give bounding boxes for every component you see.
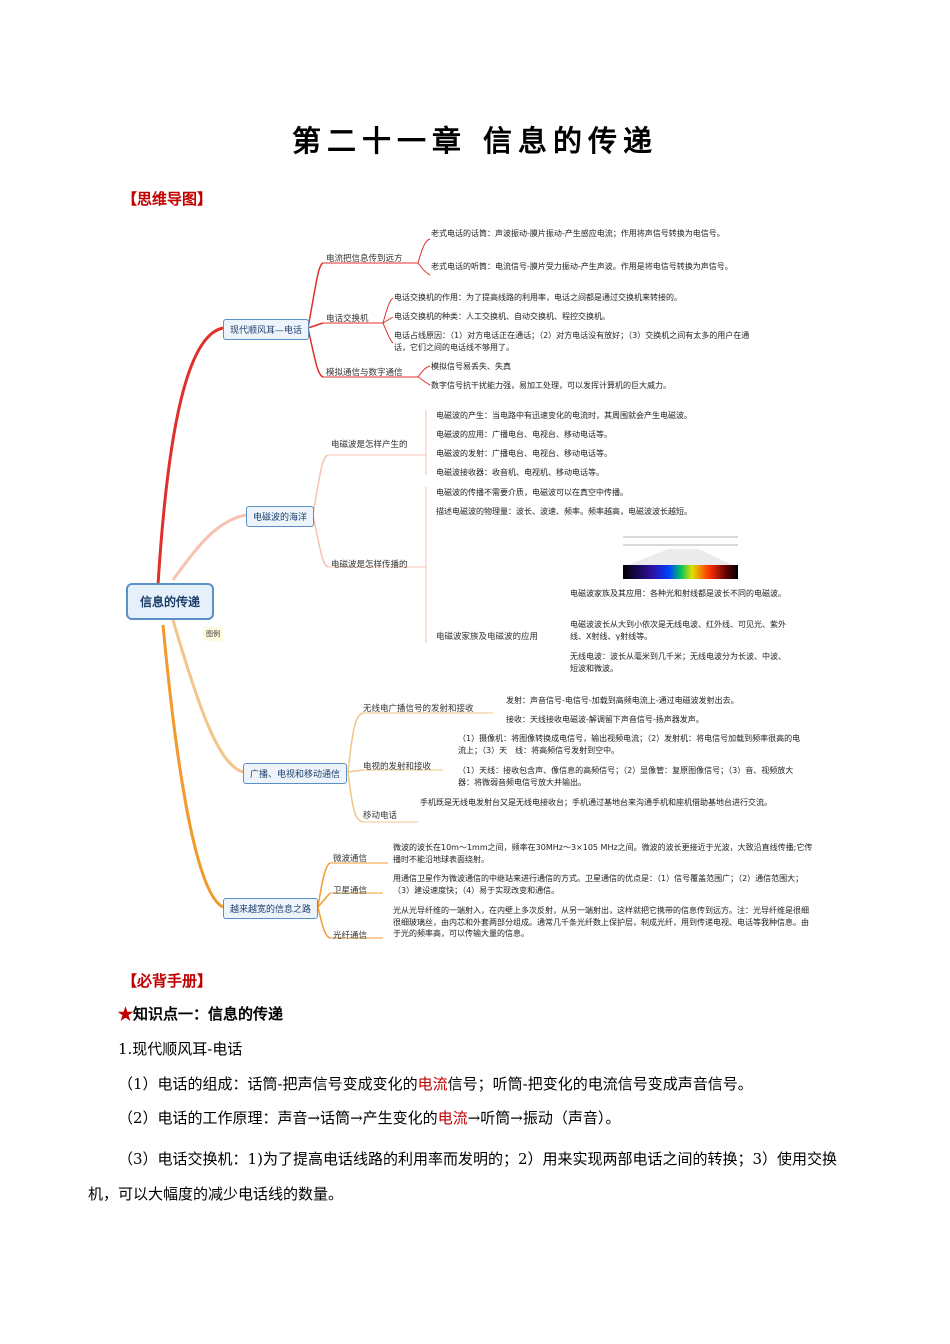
sub-microwave: 微波通信 [333, 854, 368, 864]
leaf-em-receiver: 电磁波接收器：收音机、电视机、移动电话等。 [436, 468, 604, 477]
page-title: 第二十一章 信息的传递 [291, 124, 659, 158]
leaf-digital: 数字信号抗干扰能力强，易加工处理，可以发挥计算机的巨大威力。 [431, 381, 671, 390]
knowledge-point-title: ★知识点一：信息的传递 [118, 1005, 284, 1023]
handbook-section-label: 【必背手册】 [122, 972, 213, 990]
paragraph-principle: （2）电话的工作原理：声音→话筒→产生变化的电流→听筒→振动（声音）。 [118, 1109, 621, 1127]
branch-telephone: 现代顺风耳—电话 [223, 319, 310, 340]
mind-map-connectors [156, 238, 493, 939]
leaf-tv-emit: （1）摄像机：将图像转换成电信号，输出视频电流；（2）发射机：将电信号加载到频率… [458, 734, 801, 755]
leaf-fiber: 光从光导纤维的一端射入，在内壁上多次反射，从另一端射出，这样就把它携带的信息传到… [393, 906, 809, 938]
leaf-busy-reasons: 电话占线原因：（1）对方电话正在通话；（2）对方电话没有放好；（3）交换机之间有… [394, 331, 750, 352]
sub-analog-digital: 模拟通信与数字通信 [326, 368, 403, 378]
leaf-mobile: 手机既是无线电发射台又是无线电接收台；手机通过基地台来沟通手机和座机借助基地台进… [420, 798, 772, 807]
leaf-microwave: 微波的波长在10m～1mm之间，频率在30MHz～3×105 MHz之间。微波的… [393, 843, 813, 864]
branch-broadcast: 广播、电视和移动通信 [243, 763, 348, 784]
leaf-analog: 模拟信号易丢失、失真 [431, 362, 511, 371]
leaf-satellite: 用通信卫星作为微波通信的中继站来进行通信的方式。卫星通信的优点是：（1）信号覆盖… [393, 874, 804, 895]
mind-map: 信息的传递 图例 现代顺风耳—电话 电流把信息传到远方 电话交换机 模拟通信与数… [118, 225, 818, 960]
heading-telephone: 1.现代顺风耳-电话 [118, 1040, 243, 1058]
leaf-exchange-types: 电话交换机的种类：人工交换机、自动交换机、程控交换机。 [394, 312, 610, 321]
mind-map-root: 信息的传递 [126, 583, 215, 620]
sub-exchange: 电话交换机 [326, 314, 369, 324]
leaf-microphone: 老式电话的话筒：声波振动-膜片振动-产生感应电流；作用将声信号转换为电信号。 [431, 229, 725, 238]
branch-info-road: 越来越宽的信息之路 [223, 898, 319, 919]
sub-tv: 电视的发射和接收 [363, 762, 432, 772]
paragraph-exchange: （3）电话交换机：1)为了提高电话线路的利用率而发明的；2）用来实现两部电话之间… [88, 1150, 838, 1203]
leaf-em-production: 电磁波的产生：当电路中有迅速变化的电流时，其周围就会产生电磁波。 [436, 411, 692, 420]
branch-em-waves: 电磁波的海洋 [246, 506, 315, 527]
sub-fiber: 光纤通信 [333, 931, 368, 941]
leaf-tv-receive: （1）天线：接收包含声、像信息的高频信号；（2）显像管：复原图像信号；（3）音、… [458, 766, 794, 787]
em-spectrum-image [623, 536, 738, 579]
sub-em-family: 电磁波家族及电磁波的应用 [436, 632, 539, 642]
leaf-em-application: 电磁波的应用：广播电台、电视台、移动电话等。 [436, 430, 612, 439]
leaf-exchange-function: 电话交换机的作用：为了提高线路的利用率，电话之间都是通过交换机来转接的。 [394, 293, 682, 302]
legend-label: 图例 [203, 627, 223, 641]
leaf-em-vacuum: 电磁波的传播不需要介质，电磁波可以在真空中传播。 [436, 488, 628, 497]
leaf-em-quantities: 描述电磁波的物理量：波长、波速、频率。频率越高，电磁波波长越短。 [436, 507, 692, 516]
leaf-radio-emit: 发射：声音信号-电信号-加载到高频电流上-通过电磁波发射出去。 [506, 696, 739, 705]
leaf-em-emission: 电磁波的发射：广播电台、电视台、移动电话等。 [436, 449, 612, 458]
sub-radio-broadcast: 无线电广播信号的发射和接收 [363, 704, 474, 714]
sub-em-propagation: 电磁波是怎样传播的 [331, 560, 408, 570]
mindmap-section-label: 【思维导图】 [122, 190, 213, 208]
sub-mobile: 移动电话 [363, 811, 398, 821]
leaf-earpiece: 老式电话的听筒：电流信号-膜片受力振动-产生声波。作用是将电信号转换为声信号。 [431, 262, 733, 271]
leaf-radio-receive: 接收：天线接收电磁波-解调留下声音信号-扬声器发声。 [506, 715, 704, 724]
star-icon: ★ [118, 1005, 134, 1023]
leaf-em-wavelength-order: 电磁波波长从大到小依次是无线电波、红外线、可见光、紫外线、X射线、γ射线等。 [570, 620, 786, 641]
leaf-em-family-app: 电磁波家族及其应用：各种光和射线都是波长不同的电磁波。 [570, 589, 786, 598]
sub-current-transmit: 电流把信息传到远方 [326, 254, 403, 264]
paragraph-composition: （1）电话的组成：话筒-把声信号变成变化的电流信号；听筒-把变化的电流信号变成声… [118, 1075, 753, 1093]
sub-em-generation: 电磁波是怎样产生的 [331, 440, 408, 450]
leaf-radio-waves: 无线电波：波长从毫米到几千米；无线电波分为长波、中波、短波和微波。 [570, 652, 786, 673]
sub-satellite: 卫星通信 [333, 886, 368, 896]
